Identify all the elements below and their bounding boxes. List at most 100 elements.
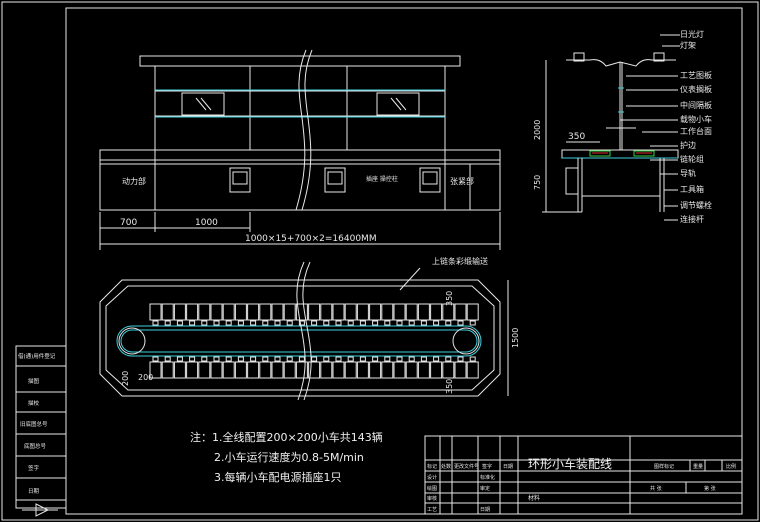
cart-socket	[164, 320, 171, 326]
drawing-title: 环形小车装配线	[528, 457, 613, 471]
cart-cell	[186, 303, 199, 321]
cart-cell	[198, 303, 211, 321]
cart-cell	[393, 361, 406, 379]
plan-dim-200-b: 200	[138, 373, 153, 382]
cart-cell	[295, 361, 308, 379]
side-dim-750: 750	[533, 175, 542, 190]
front-left-label: 动力部	[122, 176, 146, 186]
cart-cell	[173, 303, 186, 321]
side-dim-350: 350	[568, 132, 585, 142]
cart-socket	[347, 356, 354, 362]
cart-socket	[274, 356, 281, 362]
notes-block: 注：1.全线配置200×200小车共143辆 2.小车运行速度为0.8-5M/m…	[190, 428, 383, 488]
front-view: 动力部 张紧部 插座 操控柱 700 1000 1000×15+700×2=16…	[99, 49, 501, 250]
cart-socket	[323, 356, 330, 362]
side-strip: 借(通)用件登记 描图 描校 旧底图总号 底图总号 签字 日期	[15, 345, 67, 509]
cart-cell	[369, 303, 382, 321]
cart-cell	[210, 303, 223, 321]
tb-row5-1: 日期	[480, 507, 490, 513]
cart-socket	[457, 356, 464, 362]
note-3: 3.每辆小车配电源插座1只	[214, 471, 342, 484]
plan-view: 上链条彩缎输送 1500 350 350 200 200	[99, 256, 520, 401]
cart-cell	[454, 303, 467, 321]
cart-cell	[308, 361, 321, 379]
cart-socket	[250, 320, 257, 326]
cart-cell	[356, 361, 369, 379]
cart-socket	[274, 320, 281, 326]
cart-cell	[430, 303, 443, 321]
strip-label-6: 日期	[28, 488, 40, 495]
cart-socket	[311, 320, 318, 326]
plan-dim-1500: 1500	[511, 328, 520, 348]
cart-socket	[396, 356, 403, 362]
cart-cell	[308, 303, 321, 321]
tb-row2-0: 设计	[427, 474, 437, 481]
cart-socket	[408, 356, 415, 362]
side-label-7: 护边	[680, 140, 696, 150]
side-label-0: 日光灯	[680, 29, 704, 39]
cart-socket	[457, 320, 464, 326]
strip-label-2: 描校	[28, 399, 40, 407]
tb-row1-4: 日期	[503, 464, 513, 470]
cart-socket	[396, 320, 403, 326]
cart-socket	[445, 320, 452, 326]
cart-socket	[237, 320, 244, 326]
cart-cell	[405, 361, 418, 379]
cart-socket	[298, 356, 305, 362]
cart-socket	[250, 356, 257, 362]
cart-socket	[323, 320, 330, 326]
side-label-3: 仪表搁板	[680, 84, 712, 94]
tb-sheet-right-1: 第 张	[704, 485, 716, 492]
cart-cell	[320, 303, 333, 321]
tb-row1-1: 处数	[441, 463, 451, 470]
cart-cell	[466, 303, 479, 321]
side-label-5: 载物小车	[680, 114, 712, 124]
cart-socket	[311, 356, 318, 362]
cart-socket	[372, 320, 379, 326]
cart-cell	[356, 303, 369, 321]
side-label-1: 灯架	[680, 40, 696, 50]
cart-socket	[359, 356, 366, 362]
front-center-label: 插座 操控柱	[366, 175, 398, 183]
cart-cell	[466, 361, 479, 379]
cart-socket	[359, 320, 366, 326]
strip-label-1: 描图	[28, 377, 40, 385]
side-label-4: 中间隔板	[680, 100, 712, 110]
cart-socket	[225, 320, 232, 326]
cart-socket	[433, 320, 440, 326]
cart-cell	[259, 361, 272, 379]
cart-cell	[161, 361, 174, 379]
cart-socket	[286, 320, 293, 326]
tb-header-right-1: 重量	[693, 463, 703, 470]
cart-socket	[433, 356, 440, 362]
cart-socket	[152, 320, 159, 326]
cart-cell	[186, 361, 199, 379]
cart-cell	[417, 303, 430, 321]
cart-socket	[189, 320, 196, 326]
side-label-11: 调节螺栓	[680, 200, 712, 210]
cart-cell	[149, 361, 162, 379]
cart-cell	[332, 361, 345, 379]
cart-socket	[176, 320, 183, 326]
cart-cell	[442, 361, 455, 379]
cart-cell	[283, 361, 296, 379]
cart-socket	[335, 320, 342, 326]
plan-dim-350-top: 350	[445, 291, 454, 306]
tb-sheet-right-0: 共 张	[650, 485, 662, 492]
cart-cell	[247, 303, 260, 321]
cart-cell	[344, 361, 357, 379]
cart-cell	[222, 361, 235, 379]
cart-cell	[405, 303, 418, 321]
cart-socket	[384, 320, 391, 326]
strip-label-5: 签字	[28, 464, 40, 472]
cart-cell	[295, 303, 308, 321]
cart-cell	[332, 303, 345, 321]
corner-marker	[22, 503, 58, 517]
cart-cell	[381, 303, 394, 321]
cart-cell	[320, 361, 333, 379]
strip-label-3: 旧底图总号	[20, 420, 48, 428]
cart-socket	[262, 320, 269, 326]
front-right-label: 张紧部	[450, 176, 474, 186]
side-dim-2000: 2000	[533, 120, 542, 140]
